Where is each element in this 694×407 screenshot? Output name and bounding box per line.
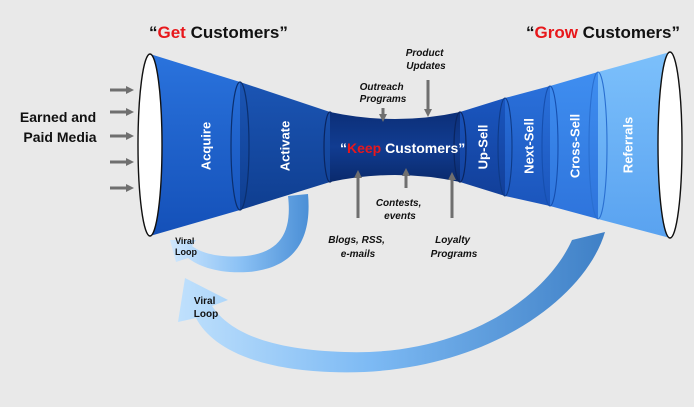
- nextsell-label: Next-Sell: [522, 118, 537, 174]
- keep-accent: Keep: [347, 140, 381, 156]
- nextsell-seam: [497, 97, 513, 197]
- left-funnel-mouth: [137, 53, 163, 237]
- upsell-segment: [460, 98, 505, 196]
- right-neck-seam: [453, 111, 467, 183]
- nextsell-segment: [505, 86, 550, 206]
- blogs-label: Blogs, RSS, e-mails: [328, 235, 387, 260]
- viral-loop-large-arrow: [178, 232, 605, 373]
- activate-seam: [230, 81, 250, 211]
- viral-loop-large-label: Viral Loop: [194, 296, 218, 320]
- media-label: Earned and Paid Media: [20, 109, 100, 145]
- crosssell-segment: [550, 72, 598, 219]
- loyalty-label: Loyalty Programs: [431, 235, 478, 260]
- viral-loop-small-label: Viral Loop: [175, 236, 197, 257]
- outreach-label: Outreach Programs: [360, 82, 407, 105]
- acquire-segment: [150, 54, 240, 236]
- media-input-arrows: [110, 86, 134, 192]
- grow-accent: Grow: [535, 23, 579, 42]
- product-label: Product Updates: [406, 48, 447, 72]
- right-funnel-mouth: [657, 51, 683, 239]
- neck-input-arrows: [354, 80, 456, 218]
- keep-neck: [330, 112, 460, 182]
- upsell-label: Up-Sell: [476, 125, 491, 170]
- activate-label: Activate: [278, 121, 293, 172]
- grow-customers-heading: “Grow Customers”: [526, 23, 680, 42]
- keep-customers-heading: “Keep Customers”: [340, 140, 465, 156]
- activate-segment: [240, 82, 330, 210]
- referrals-segment: [598, 52, 670, 238]
- referrals-seam: [588, 71, 608, 220]
- crosssell-seam: [541, 85, 559, 207]
- get-accent: Get: [158, 23, 187, 42]
- crosssell-label: Cross-Sell: [568, 114, 583, 178]
- referrals-label: Referrals: [621, 117, 636, 173]
- viral-loop-small-arrow: [170, 194, 309, 273]
- get-customers-heading: “Get Customers”: [149, 23, 288, 42]
- acquire-label: Acquire: [199, 122, 214, 170]
- contests-label: Contests, events: [376, 198, 424, 222]
